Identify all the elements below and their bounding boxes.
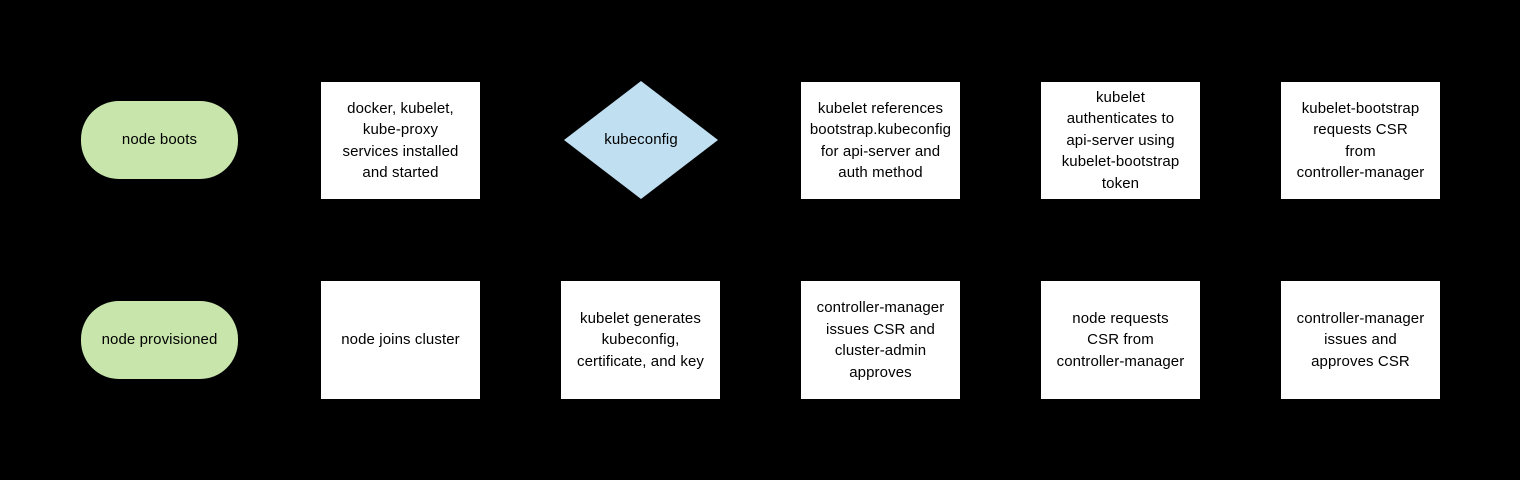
flow-node-node-boots[interactable]: node boots — [81, 101, 238, 179]
flow-node-cm-issues-csr[interactable]: controller-manager issues CSR and cluste… — [801, 281, 960, 399]
flow-node-node-requests-csr[interactable]: node requests CSR from controller-manage… — [1041, 281, 1200, 399]
flow-node-label: kubelet generates kubeconfig, certificat… — [576, 309, 705, 370]
flow-node-kubeconfig[interactable]: kubeconfig — [564, 81, 718, 199]
flow-node-label: kubelet references bootstrap.kubeconfig … — [809, 99, 952, 182]
flow-node-cm-issues-approves[interactable]: controller-manager issues and approves C… — [1281, 281, 1440, 399]
flow-node-node-joins-cluster[interactable]: node joins cluster — [321, 281, 480, 399]
flow-node-label: kubelet authenticates to api-server usin… — [1061, 88, 1180, 192]
flow-node-label: docker, kubelet, kube-proxy services ins… — [342, 99, 459, 182]
flow-node-kubelet-references[interactable]: kubelet references bootstrap.kubeconfig … — [801, 82, 960, 199]
flow-node-label: controller-manager issues CSR and cluste… — [816, 299, 945, 381]
flow-node-label: node requests CSR from controller-manage… — [1056, 309, 1185, 370]
flow-node-label: controller-manager issues and approves C… — [1296, 309, 1425, 370]
flow-node-label: kubeconfig — [604, 131, 678, 149]
flow-node-label: node boots — [121, 131, 198, 149]
flow-node-label: node joins cluster — [341, 331, 460, 349]
flow-node-kubelet-authenticates[interactable]: kubelet authenticates to api-server usin… — [1041, 82, 1200, 199]
flow-node-kubelet-generates[interactable]: kubelet generates kubeconfig, certificat… — [561, 281, 720, 399]
flow-node-label: node provisioned — [101, 331, 218, 349]
flow-node-services-installed[interactable]: docker, kubelet, kube-proxy services ins… — [321, 82, 480, 199]
flow-node-bootstrap-requests-csr[interactable]: kubelet-bootstrap requests CSR from cont… — [1281, 82, 1440, 199]
flow-node-node-provisioned[interactable]: node provisioned — [81, 301, 238, 379]
flow-node-label: kubelet-bootstrap requests CSR from cont… — [1296, 99, 1425, 182]
